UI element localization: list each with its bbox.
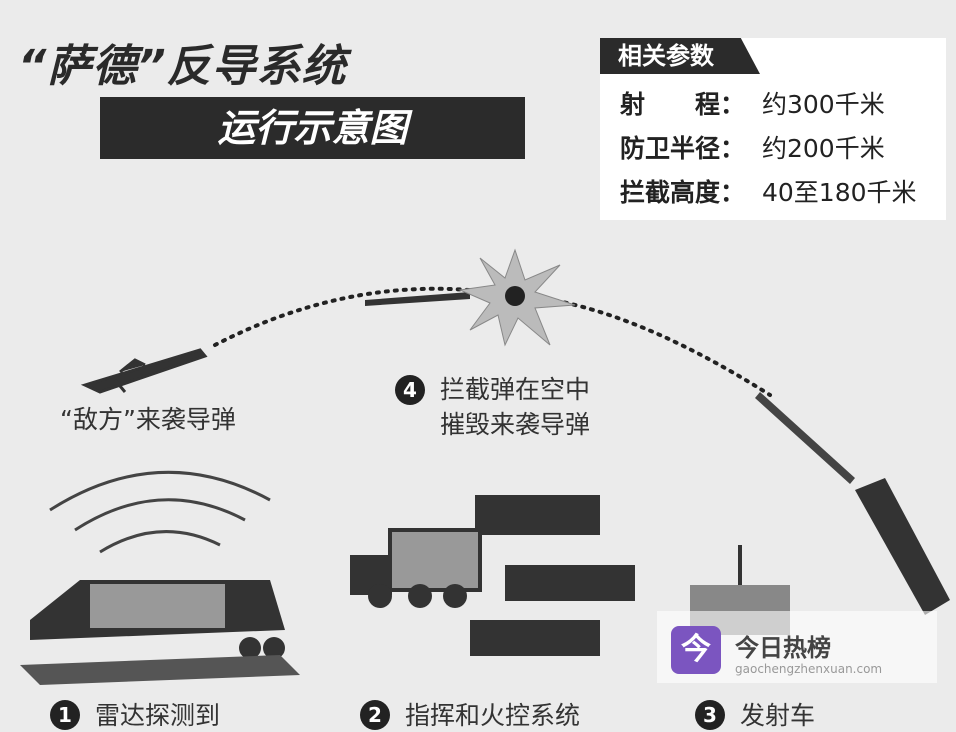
interceptor-missile-icon	[755, 392, 855, 484]
diagram-subtitle: 运行示意图	[217, 106, 408, 150]
param-row-altitude: 拦截高度： 40至180千米	[620, 173, 917, 209]
watermark-logo-icon: 今	[671, 626, 721, 674]
command-vehicles-icon	[350, 495, 635, 656]
param-row-range: 射 程： 约300千米	[620, 85, 885, 121]
watermark-url: gaochengzhenxuan.com	[735, 662, 883, 676]
incoming-missile-icon	[365, 292, 470, 306]
radar-waves-icon	[49, 470, 271, 554]
param-key: 防卫半径：	[620, 134, 746, 163]
param-key: 射 程：	[620, 90, 746, 119]
watermark-name: 今日热榜	[735, 634, 831, 662]
step-3-badge: 3	[695, 700, 725, 730]
param-value: 约200千米	[762, 134, 885, 163]
diagram-illustration	[20, 248, 950, 685]
step-1-label: 雷达探测到	[95, 701, 221, 730]
param-value: 40至180千米	[762, 178, 917, 207]
param-value: 约300千米	[762, 90, 885, 119]
step-2-badge: 2	[360, 700, 390, 730]
subtitle-banner	[100, 97, 525, 159]
enemy-missile-icon	[80, 348, 208, 394]
enemy-missile-label: “敌方”来袭导弹	[60, 405, 236, 434]
radar-truck-icon	[20, 580, 300, 685]
step-2-label: 指挥和火控系统	[405, 701, 581, 730]
step-4-line1: 拦截弹在空中	[440, 375, 591, 404]
param-key: 拦截高度：	[620, 178, 746, 207]
parameters-heading: 相关参数	[600, 38, 760, 74]
step-1-badge: 1	[50, 700, 80, 730]
diagram-title: “萨德”反导系统	[18, 41, 347, 92]
step-3-label: 发射车	[740, 701, 816, 730]
step-4-badge: 4	[395, 375, 425, 405]
param-row-radius: 防卫半径： 约200千米	[620, 129, 885, 165]
step-4-line2: 摧毁来袭导弹	[440, 410, 591, 439]
